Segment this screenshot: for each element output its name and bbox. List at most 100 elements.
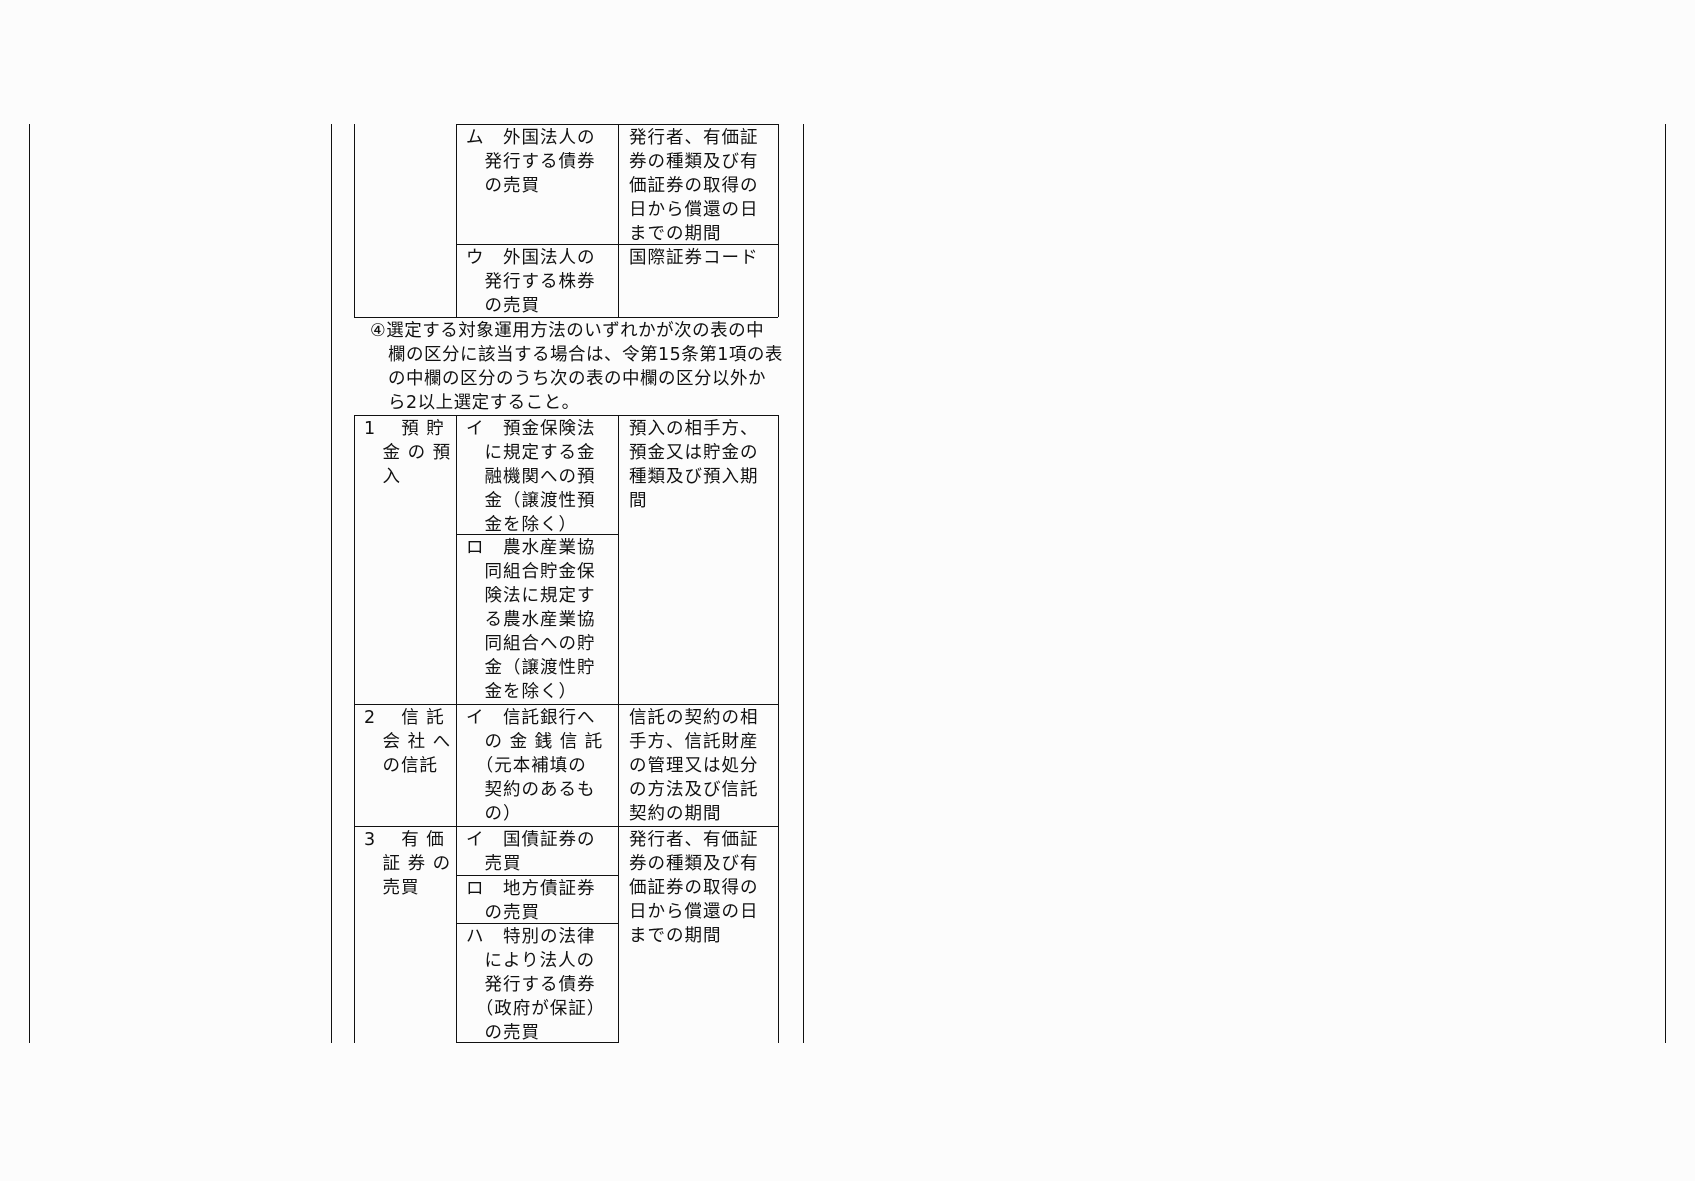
top-table-right-border xyxy=(778,124,779,317)
cell-line: ロ 農水産業協 xyxy=(466,538,596,558)
cell-line: （政府が保証） xyxy=(466,999,606,1019)
cell-line: の売買 xyxy=(466,903,540,923)
cell-line: 金 の 預 xyxy=(364,443,452,463)
row3-sub-divider-2 xyxy=(456,923,618,924)
row3-details: 発行者、有価証 券の種類及び有 価証券の取得の 日から償還の日 までの期間 xyxy=(629,828,759,948)
row3-sub-divider-1 xyxy=(456,875,618,876)
cell-line: 1 預 貯 xyxy=(364,419,445,439)
cell-line: の売買 xyxy=(466,1023,540,1043)
cell-line: に規定する金 xyxy=(466,443,596,463)
row1-method-ro: ロ 農水産業協 同組合貯金保 険法に規定す る農水産業協 同組合への貯 金（譲渡… xyxy=(466,536,596,704)
top-table-left-border xyxy=(354,124,355,317)
cell-line: 金（譲渡性貯 xyxy=(466,658,596,678)
top-table-row1-right: 発行者、有価証 券の種類及び有 価証券の取得の 日から償還の日 までの期間 xyxy=(629,126,759,246)
cell-line: 3 有 価 xyxy=(364,830,445,850)
page-rule-mid-left xyxy=(331,124,332,1043)
top-table-row2-middle: ウ 外国法人の 発行する株券 の売買 xyxy=(466,246,596,318)
cell-line: ロ 地方債証券 xyxy=(466,879,596,899)
row3-middle-bottom-border xyxy=(456,1042,618,1043)
cell-line: 入 xyxy=(364,467,401,487)
main-table-col-divider-1 xyxy=(456,415,457,1043)
row2-method-i: イ 信託銀行へ の 金 銭 信 託 （元本補填の 契約のあるも の） xyxy=(466,706,603,826)
cell-line: 会 社 へ xyxy=(364,732,452,752)
cell-line: ウ 外国法人の xyxy=(466,248,596,268)
row1-method-i: イ 預金保険法 に規定する金 融機関への預 金（譲渡性預 金を除く） xyxy=(466,417,596,537)
cell-line: 契約の期間 xyxy=(629,804,722,824)
cell-line: 種類及び預入期 xyxy=(629,467,759,487)
cell-line: 同組合への貯 xyxy=(466,634,596,654)
cell-line: イ 信託銀行へ xyxy=(466,708,596,728)
cell-line: 価証券の取得の xyxy=(629,878,759,898)
cell-line: 同組合貯金保 xyxy=(466,562,596,582)
cell-line: の 金 銭 信 託 xyxy=(466,732,604,752)
page-rule-left xyxy=(29,124,30,1043)
main-table-col-divider-2 xyxy=(618,415,619,1043)
cell-line: 発行する債券 xyxy=(466,152,596,172)
cell-line: （元本補填の xyxy=(466,756,587,776)
cell-line: 国際証券コード xyxy=(629,248,759,268)
row2-details: 信託の契約の相 手方、信託財産 の管理又は処分 の方法及び信託 契約の期間 xyxy=(629,706,759,826)
cell-line: 預金又は貯金の xyxy=(629,443,759,463)
cell-line: 金を除く） xyxy=(466,682,577,702)
cell-line: の売買 xyxy=(466,296,540,316)
cell-line: 預入の相手方、 xyxy=(629,419,759,439)
main-table-top-border xyxy=(354,415,778,416)
paragraph-line: 欄の区分に該当する場合は、令第15条第1項の表 xyxy=(370,345,783,365)
row3-category: 3 有 価 証 券 の 売買 xyxy=(364,828,451,900)
cell-line: ハ 特別の法律 xyxy=(466,927,596,947)
row2-row3-divider xyxy=(354,826,778,827)
cell-line: 信託の契約の相 xyxy=(629,708,759,728)
paragraph-line: の中欄の区分のうち次の表の中欄の区分以外か xyxy=(370,369,766,389)
row1-sub-divider xyxy=(456,534,618,535)
page-rule-right xyxy=(1665,124,1666,1043)
cell-line: 発行する債券 xyxy=(466,975,596,995)
cell-line: イ 預金保険法 xyxy=(466,419,596,439)
row3-method-ro: ロ 地方債証券 の売買 xyxy=(466,877,596,925)
main-table-right-border xyxy=(778,415,779,1043)
cell-line: の信託 xyxy=(364,756,438,776)
main-table-left-border xyxy=(354,415,355,1043)
cell-line: 証 券 の xyxy=(364,854,452,874)
cell-line: までの期間 xyxy=(629,224,722,244)
cell-line: 金を除く） xyxy=(466,515,577,535)
top-table-bottom-border xyxy=(354,317,778,318)
cell-line: 発行者、有価証 xyxy=(629,128,759,148)
cell-line: 険法に規定す xyxy=(466,586,596,606)
cell-line: の） xyxy=(466,804,522,824)
paragraph-line: ④選定する対象運用方法のいずれかが次の表の中 xyxy=(370,321,765,341)
cell-line: 手方、信託財産 xyxy=(629,732,759,752)
row1-category: 1 預 貯 金 の 預 入 xyxy=(364,417,451,489)
cell-line: 間 xyxy=(629,491,648,511)
cell-line: までの期間 xyxy=(629,926,722,946)
cell-line: の管理又は処分 xyxy=(629,756,759,776)
cell-line: により法人の xyxy=(466,951,596,971)
cell-line: る農水産業協 xyxy=(466,610,596,630)
cell-line: 売買 xyxy=(364,878,420,898)
cell-line: 券の種類及び有 xyxy=(629,854,759,874)
top-table-row2-right: 国際証券コード xyxy=(629,246,759,270)
cell-line: 融機関への預 xyxy=(466,467,596,487)
cell-line: ム 外国法人の xyxy=(466,128,596,148)
row3-method-i: イ 国債証券の 売買 xyxy=(466,828,596,876)
page-rule-mid-right xyxy=(803,124,804,1043)
cell-line: 契約のあるも xyxy=(466,780,596,800)
cell-line: 発行者、有価証 xyxy=(629,830,759,850)
paragraph-line: ら2以上選定すること。 xyxy=(370,393,580,413)
cell-line: 2 信 託 xyxy=(364,708,445,728)
cell-line: の売買 xyxy=(466,176,540,196)
cell-line: 売買 xyxy=(466,854,522,874)
cell-line: の方法及び信託 xyxy=(629,780,759,800)
cell-line: イ 国債証券の xyxy=(466,830,596,850)
row1-details: 預入の相手方、 預金又は貯金の 種類及び預入期 間 xyxy=(629,417,759,513)
top-table-col-divider-1 xyxy=(456,124,457,317)
cell-line: 発行する株券 xyxy=(466,272,596,292)
cell-line: 日から償還の日 xyxy=(629,200,759,220)
clause-paragraph: ④選定する対象運用方法のいずれかが次の表の中 欄の区分に該当する場合は、令第15… xyxy=(370,319,783,415)
top-table-row1-middle: ム 外国法人の 発行する債券 の売買 xyxy=(466,126,596,198)
top-table-col-divider-2 xyxy=(618,124,619,317)
row3-method-ha: ハ 特別の法律 により法人の 発行する債券 （政府が保証） の売買 xyxy=(466,925,605,1045)
cell-line: 券の種類及び有 xyxy=(629,152,759,172)
top-table-top-border xyxy=(456,124,778,125)
top-table-row-divider xyxy=(456,244,778,245)
row1-row2-divider xyxy=(354,704,778,705)
